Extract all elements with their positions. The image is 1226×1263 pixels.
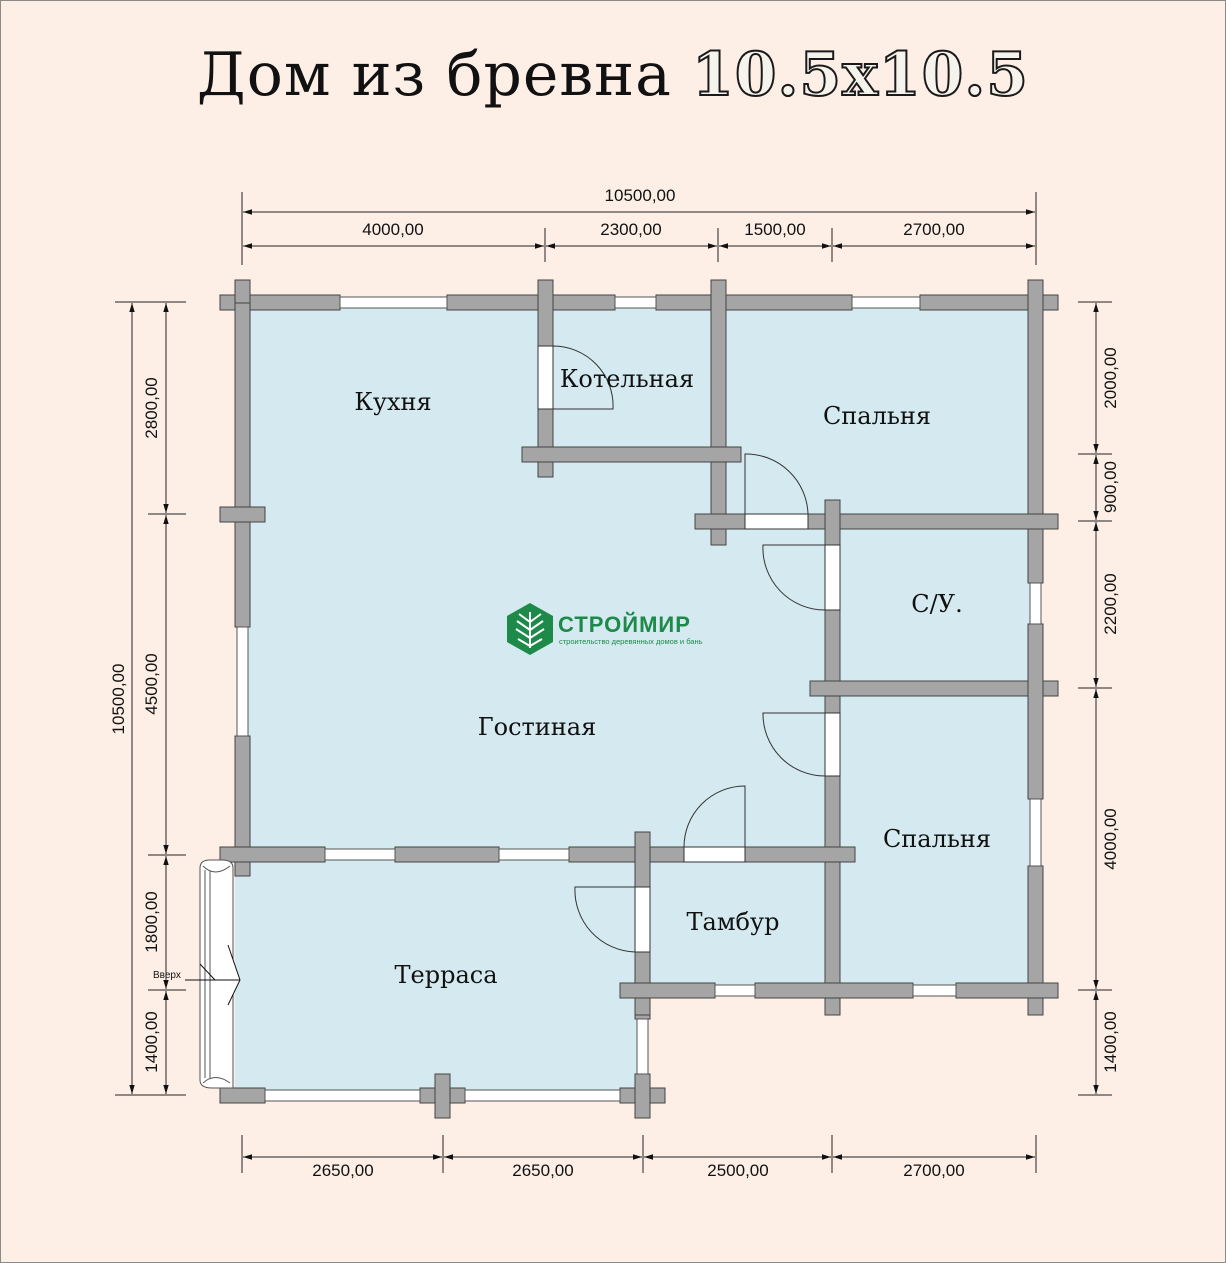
dim-right-3: 2200,00	[1101, 573, 1120, 634]
dimension-lines	[129, 209, 1099, 1160]
dim-left-2: 4500,00	[142, 653, 161, 714]
dim-left-4: 1400,00	[142, 1011, 161, 1072]
title-size: 10.5x10.5	[691, 39, 1030, 111]
room-bathroom: С/У.	[911, 590, 962, 618]
dim-right-2: 900,00	[1101, 461, 1120, 513]
dim-top-1: 4000,00	[362, 220, 423, 239]
dim-top-3: 1500,00	[744, 220, 805, 239]
windows	[236, 296, 1042, 1102]
room-vestibule: Тамбур	[687, 908, 780, 936]
room-bedroom-bottom: Спальня	[883, 825, 991, 853]
extension-lines	[115, 192, 1112, 1173]
dim-top-4: 2700,00	[903, 220, 964, 239]
dim-right-4: 4000,00	[1101, 808, 1120, 869]
logo-tagline: строительство деревянных домов и бань	[559, 637, 703, 646]
room-kitchen: Кухня	[354, 388, 431, 416]
walls	[219, 279, 1059, 1119]
dim-top-2: 2300,00	[600, 220, 661, 239]
dim-right-5: 1400,00	[1101, 1011, 1120, 1072]
logo-name: СТРОЙМИР	[558, 612, 691, 637]
room-living: Гостиная	[478, 713, 597, 741]
dim-bottom-2: 2650,00	[512, 1161, 573, 1180]
dim-bottom-1: 2650,00	[312, 1161, 373, 1180]
dim-left-total: 10500,00	[109, 664, 128, 735]
room-terrace: Терраса	[395, 961, 498, 989]
room-bedroom-top: Спальня	[823, 402, 931, 430]
stairs-label: Вверх	[153, 970, 181, 981]
tree-icon	[515, 612, 545, 648]
dim-bottom-3: 2500,00	[707, 1161, 768, 1180]
stairs	[185, 859, 241, 1089]
dim-left-3: 1800,00	[142, 891, 161, 952]
company-logo: СТРОЙМИР строительство деревянных домов …	[507, 603, 703, 655]
dim-top-total: 10500,00	[605, 186, 676, 205]
doors	[537, 345, 841, 953]
dim-bottom-4: 2700,00	[903, 1161, 964, 1180]
title-text: Дом из бревна	[196, 40, 672, 110]
page-title: Дом из бревна 10.5x10.5	[0, 39, 1226, 111]
room-boiler: Котельная	[560, 365, 694, 393]
dim-left-1: 2800,00	[142, 377, 161, 438]
dim-right-1: 2000,00	[1101, 347, 1120, 408]
